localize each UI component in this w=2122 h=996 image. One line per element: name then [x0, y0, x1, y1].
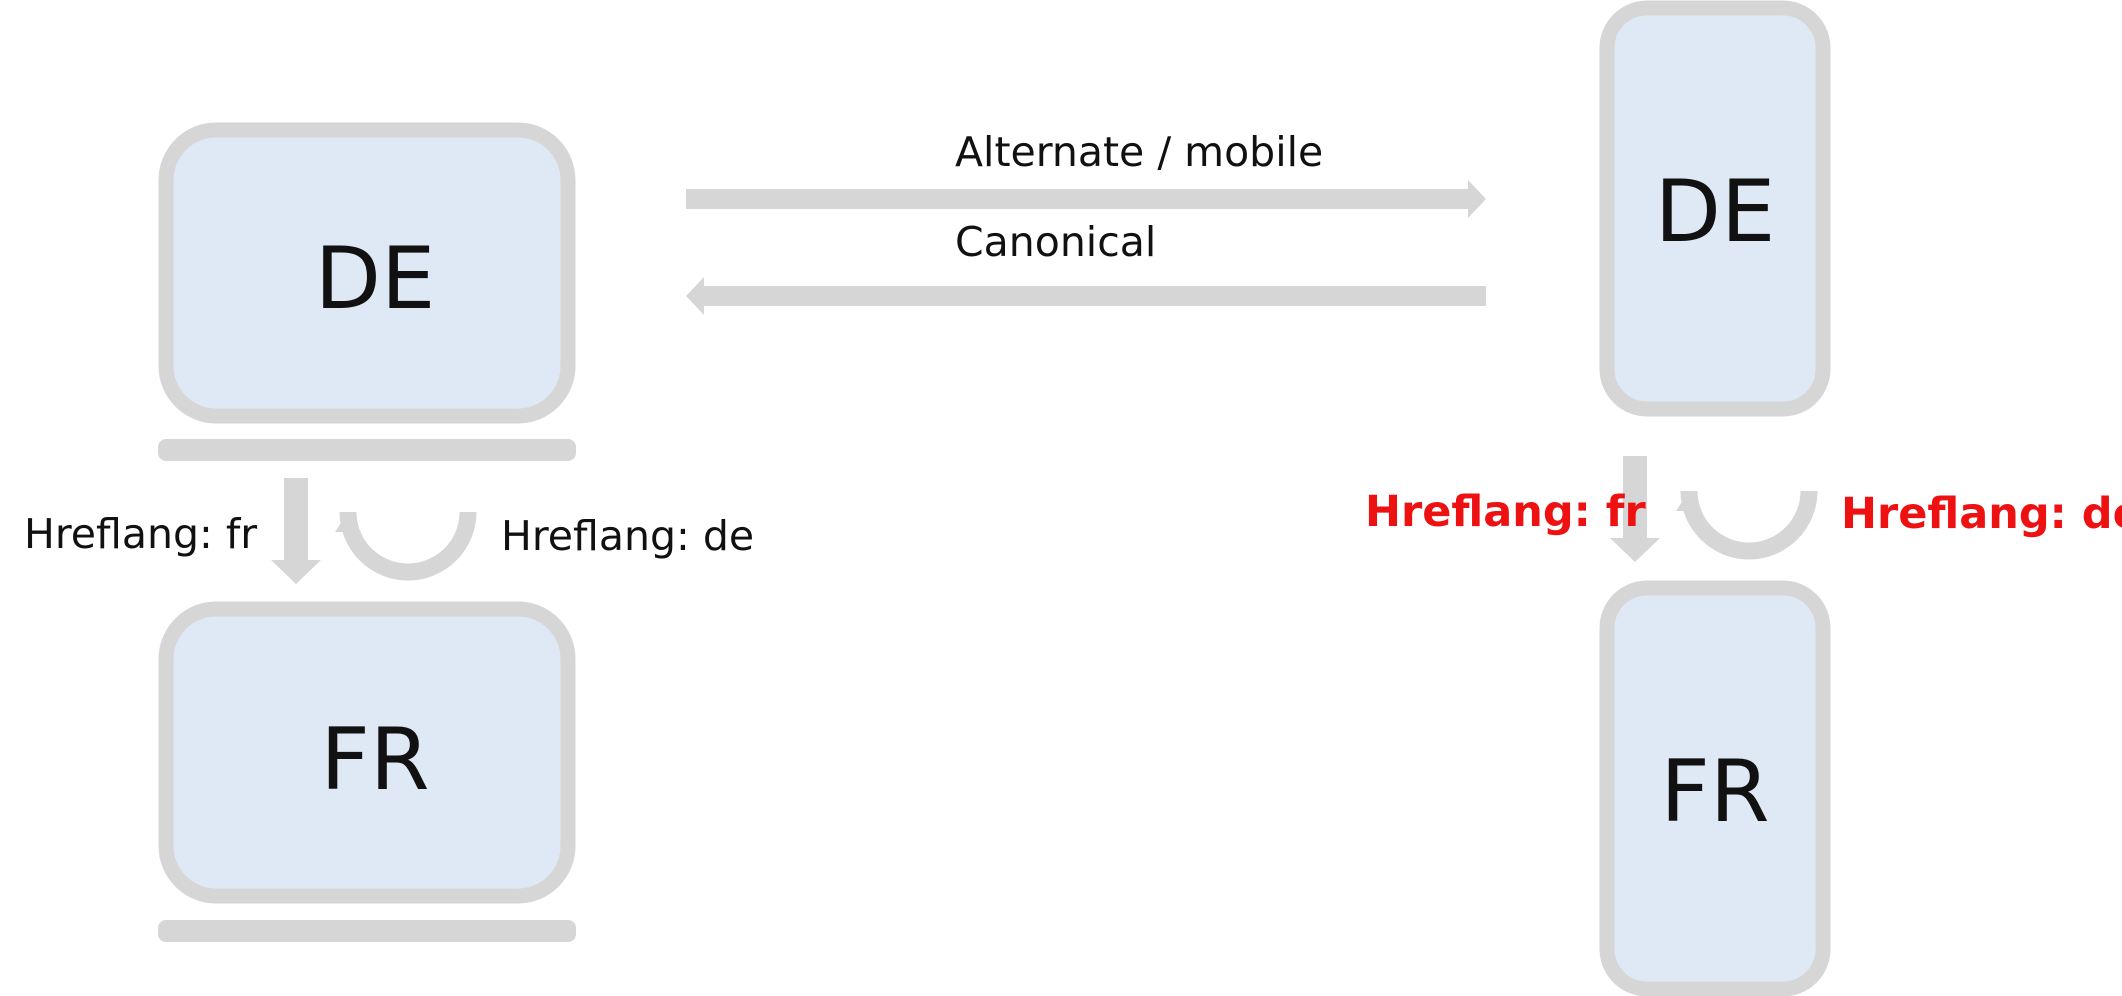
mobile-hreflang-de-arrow [1676, 490, 1818, 560]
desktop-fr-base [158, 920, 576, 942]
desktop-hreflang-de-arrow [335, 511, 477, 581]
desktop-de-label: DE [315, 229, 436, 329]
canonical-label: Canonical [955, 218, 1156, 266]
desktop-de-device: DE [158, 122, 576, 461]
mobile-de-label: DE [1655, 162, 1776, 262]
desktop-hreflang-fr-arrow [271, 478, 321, 584]
desktop-hreflang-fr-label: Hreflang: fr [24, 510, 257, 558]
desktop-fr-screen [158, 601, 576, 904]
desktop-de-base [158, 439, 576, 461]
mobile-de-device: DE [1599, 0, 1831, 417]
mobile-fr-screen [1599, 580, 1831, 996]
mobile-hreflang-fr-arrow [1610, 456, 1660, 562]
mobile-hreflang-fr-label: Hreflang: fr [1365, 487, 1647, 537]
mobile-fr-device: FR [1599, 580, 1831, 996]
desktop-de-screen [158, 122, 576, 424]
alternate-label: Alternate / mobile [955, 128, 1323, 176]
alternate-arrow [686, 180, 1486, 218]
mobile-hreflang-de-label: Hreflang: de [1841, 489, 2122, 539]
desktop-fr-label: FR [320, 710, 429, 810]
desktop-hreflang-de-label: Hreflang: de [501, 512, 754, 560]
mobile-fr-label: FR [1660, 742, 1769, 842]
canonical-arrow [686, 277, 1486, 315]
mobile-de-screen [1599, 0, 1831, 417]
desktop-fr-device: FR [158, 601, 576, 942]
